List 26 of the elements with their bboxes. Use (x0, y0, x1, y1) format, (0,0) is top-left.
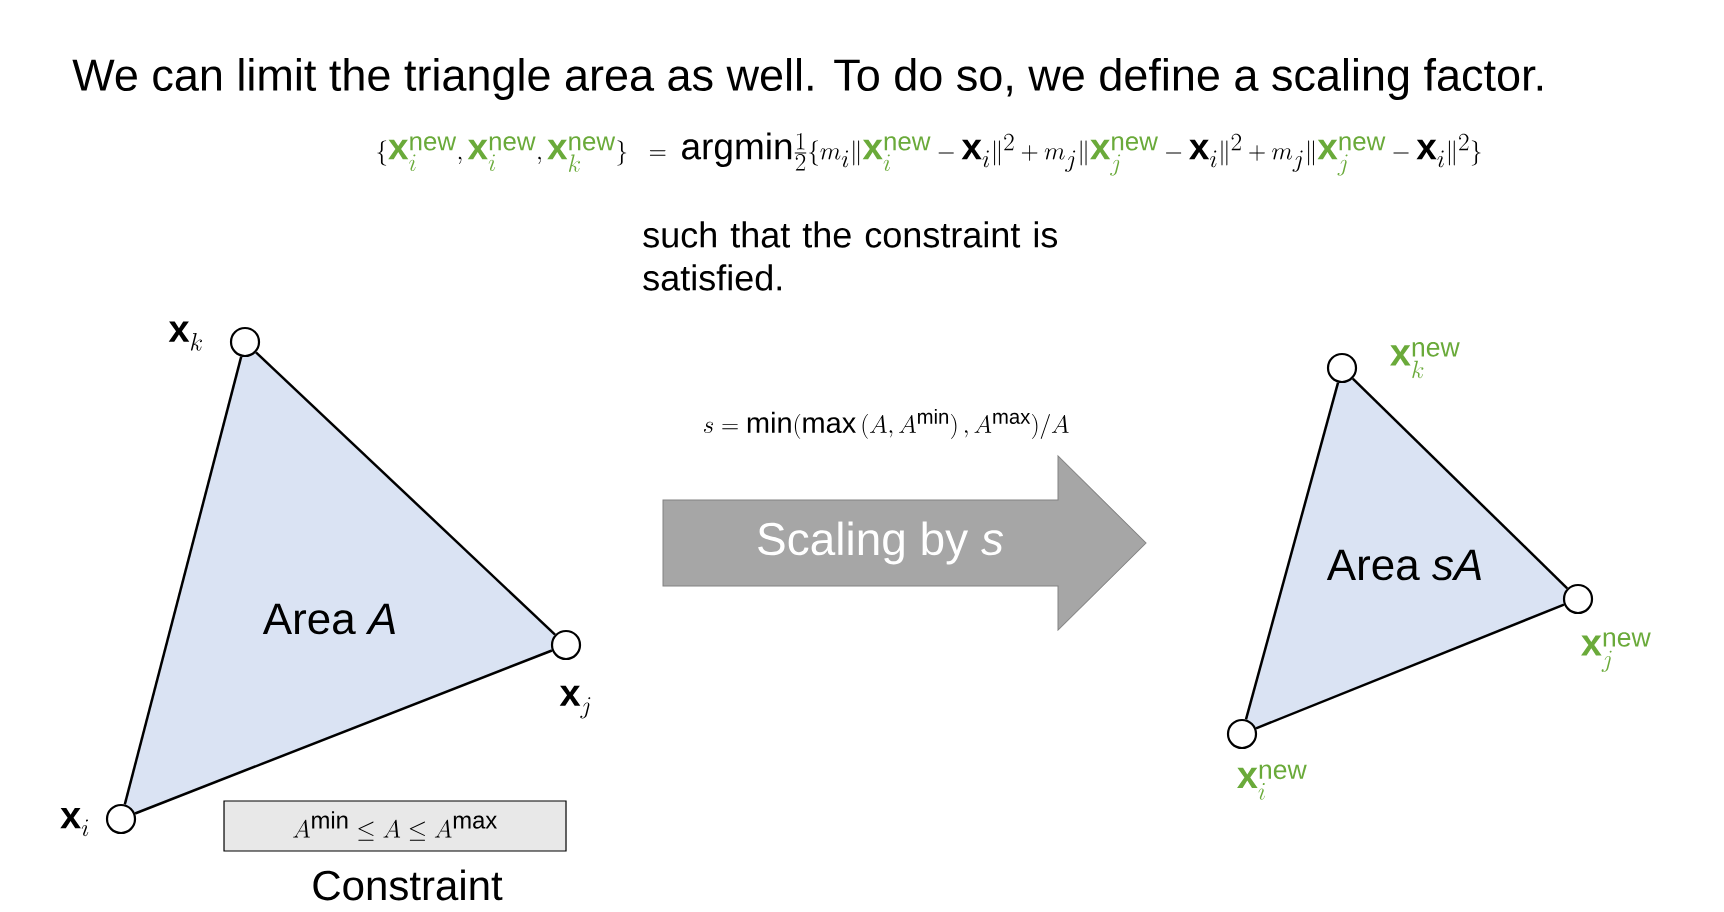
vertex-label: $\mathbf{x}_k^{\mathrm{new}}$ (1390, 342, 1460, 379)
vertex-circle (1562, 583, 1594, 615)
vertex-circle (229, 326, 261, 358)
vertex-label: $\mathbf{x}_k$ (168, 321, 203, 351)
triangle-side (123, 356, 243, 805)
triangle-side (1351, 377, 1569, 590)
triangle-side (1255, 603, 1565, 730)
note: such that the constraint is satisfied. (643, 221, 1058, 291)
constraint-box: $A^{\min}\le A\le A^{\max}$ (223, 800, 567, 852)
vertex-label: $\mathbf{x}_i^{\mathrm{new}}$ (1237, 764, 1307, 800)
vertex-label: $\mathbf{x}_i$ (60, 808, 89, 837)
triangle-side (134, 649, 553, 815)
vertex-circle (1326, 352, 1358, 384)
area-label: Area sA (1326, 549, 1481, 581)
formula: $\{{\color[HTML]{6AAA3A}\mathbf{x}_i^{\mathrm{new}}},{\color[HTML]{6AAA3A}\mathbf{x}_i^{\mathrm{new}}},{\color[HTML]{6AAA3A}\mathbf{x}_k^{\mathrm{new}}}\}\;\;=\;\mathrm{argmin}\tfrac{1}{2}\{m_i\|{\color[HTML]{6AAA3A}\mathbf{x}_i^{\mathrm{new}}}-\mathbf{x}_i\|^2+m_j\|{\color[HTML]{6AAA3A}\mathbf{x}_j^{\mathrm{new}}}-\mathbf{x}_i\|^2+m_j\|{\color[HTML]{6AAA3A}\mathbf{x}_j^{\mathrm{new}}}-\mathbf{x}_i\|^2\}$ (377, 132, 1481, 176)
triangle-side (1244, 382, 1340, 720)
title: We can limit the triangle area as well. To do so, we define a scaling factor. (72, 58, 1542, 100)
area-label: Area A (262, 603, 395, 635)
constraint-heading: Constraint (313, 869, 503, 901)
vertex-label: $\mathbf{x}_j^{\mathrm{new}}$ (1581, 632, 1651, 673)
triangle-side (255, 351, 556, 636)
vertex-circle (550, 629, 582, 661)
vertex-circle (1226, 718, 1258, 750)
vertex-circle (105, 803, 137, 835)
formula: $s=\min(\max\,(A,A^{\min})\,,A^{\max})/A$ (704, 409, 1069, 439)
vertex-label: $\mathbf{x}_j$ (559, 685, 591, 719)
